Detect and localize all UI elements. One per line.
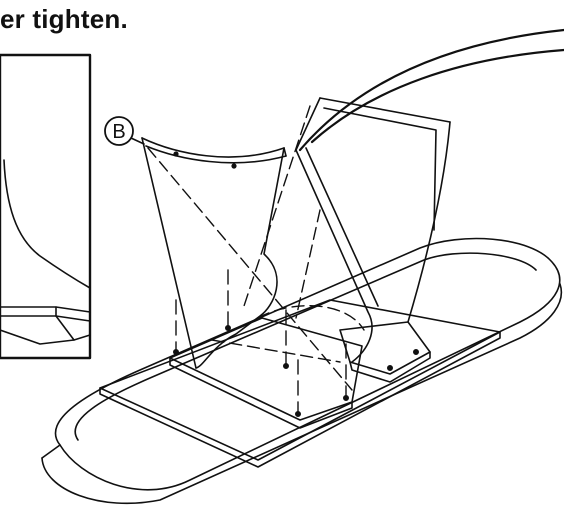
detail-leg-curve	[3, 159, 91, 289]
right-foot-plate-edge	[349, 351, 431, 383]
screw-hole	[412, 348, 419, 355]
base-board-top	[54, 237, 561, 491]
cable-outer	[298, 28, 564, 152]
detail-inset-frame	[0, 53, 92, 360]
hidden-line	[147, 147, 353, 391]
base-board-inner-rim	[74, 252, 537, 441]
hidden-line	[295, 209, 321, 319]
mounting-plate	[99, 299, 501, 468]
detail-plate-top	[0, 306, 91, 313]
callout-b-leader	[130, 137, 145, 145]
right-upright-rear-edge	[407, 121, 451, 323]
alignment-lines	[175, 269, 347, 415]
base-board-left-edge	[41, 444, 61, 459]
right-upright-inner-line	[323, 107, 437, 231]
detail-plate-bottom	[0, 329, 91, 345]
hidden-lines	[147, 105, 365, 391]
hidden-line	[257, 305, 365, 331]
right-upright	[295, 97, 451, 363]
detail-inset	[0, 53, 92, 360]
mounting-plate-edge	[99, 331, 501, 468]
instruction-text: er tighten.	[0, 4, 128, 34]
hidden-line	[211, 339, 341, 363]
screw-hole	[173, 151, 179, 157]
base-board	[41, 237, 563, 505]
left-foot-plate-edge	[169, 357, 353, 429]
left-upright-outer-edge	[141, 137, 197, 369]
right-upright-fold	[305, 147, 379, 307]
mounting-plate-top	[99, 299, 501, 461]
callout-b: B	[104, 116, 145, 146]
callout-b-letter: B	[112, 121, 125, 143]
left-upright	[141, 137, 287, 369]
left-upright-top-rim-inner	[145, 145, 287, 164]
right-upright-front-edge	[295, 97, 373, 363]
right-foot-plate	[339, 321, 431, 383]
base-board-lower-edge	[41, 283, 563, 505]
right-upright-top-edge	[319, 97, 451, 123]
detail-plate-front	[0, 315, 91, 322]
left-upright-inner-edge	[195, 147, 285, 369]
cable-inner	[310, 48, 564, 144]
detail-plate-edge	[55, 315, 75, 341]
left-upright-rim-end	[283, 147, 287, 157]
cable	[298, 28, 564, 152]
callout-b-circle	[104, 116, 134, 146]
right-foot-plate-top	[339, 321, 431, 375]
left-upright-top-rim	[141, 137, 285, 158]
screw-hole	[386, 364, 393, 371]
screw-hole	[231, 163, 237, 169]
left-foot-plate-top	[169, 317, 363, 421]
